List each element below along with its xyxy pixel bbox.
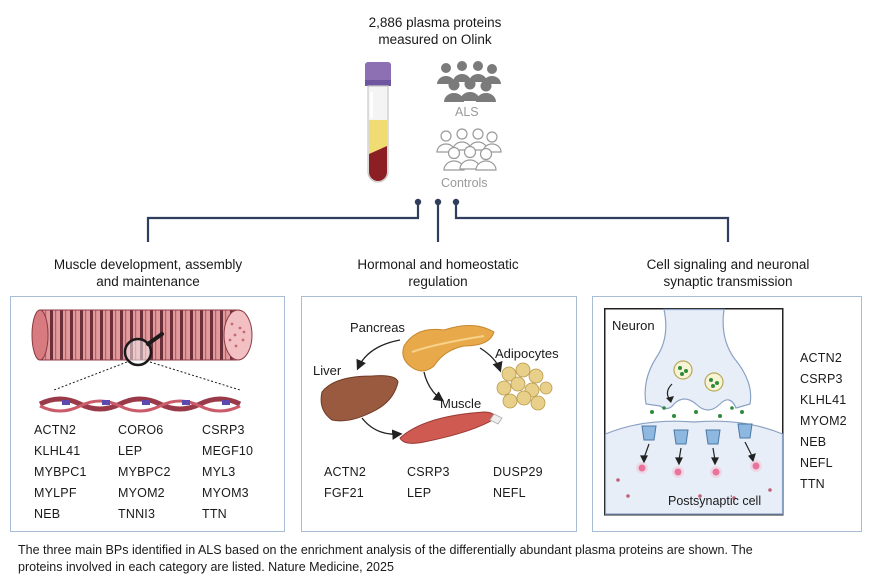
category-title-line2: and maintenance: [96, 274, 200, 289]
als-group-icon: [437, 61, 501, 102]
protein-column: ACTN2 CSRP3 KLHL41 MYOM2 NEB NEFL TTN: [800, 348, 847, 495]
protein-item: MYLPF: [34, 486, 77, 500]
protein-item: KLHL41: [34, 444, 81, 458]
protein-item: LEP: [118, 444, 143, 458]
liver-icon: [320, 375, 399, 422]
category-title-line2: synaptic transmission: [663, 274, 793, 289]
protein-item: MYOM3: [202, 486, 249, 500]
protein-item: ACTN2: [34, 423, 76, 437]
adipocytes-label: Adipocytes: [495, 346, 559, 361]
protein-item: MEGF10: [202, 444, 254, 458]
muscle-fiber-icon: [31, 309, 253, 413]
organs-diagram: [320, 325, 553, 444]
header-title: 2,886 plasma proteins measured on Olink: [300, 14, 570, 48]
protein-column: ACTN2 FGF21: [324, 462, 366, 504]
controls-group-icon: [436, 128, 502, 171]
category-title-hormonal: Hormonal and homeostatic regulation: [310, 256, 566, 290]
pancreas-icon: [402, 325, 495, 372]
category-title-line1: Cell signaling and neuronal: [646, 257, 810, 272]
caption-line1: The three main BPs identified in ALS bas…: [18, 543, 753, 557]
blood-tube-icon: [365, 62, 391, 183]
protein-item: FGF21: [324, 486, 364, 500]
protein-column: CORO6 LEP MYBPC2 MYOM2 TNNI3: [118, 420, 171, 525]
adipocytes-icon: [496, 362, 553, 411]
protein-item: MYOM2: [118, 486, 165, 500]
protein-item: NEB: [800, 435, 827, 449]
muscle-icon: [399, 411, 503, 444]
neuron-label: Neuron: [612, 318, 655, 333]
pancreas-label: Pancreas: [350, 320, 405, 335]
figure-caption: The three main BPs identified in ALS bas…: [18, 542, 858, 576]
category-title-muscle: Muscle development, assembly and mainten…: [20, 256, 276, 290]
protein-item: NEFL: [800, 456, 833, 470]
protein-item: MYOM2: [800, 414, 847, 428]
protein-item: MYL3: [202, 465, 236, 479]
protein-item: ACTN2: [800, 351, 842, 365]
category-title-line2: regulation: [408, 274, 468, 289]
muscle-label: Muscle: [440, 396, 482, 411]
protein-item: CSRP3: [202, 423, 245, 437]
protein-item: CSRP3: [800, 372, 843, 386]
als-label: ALS: [455, 105, 479, 119]
protein-item: MYBPC2: [118, 465, 171, 479]
protein-item: ACTN2: [324, 465, 366, 479]
protein-item: TNNI3: [118, 507, 156, 521]
protein-column: CSRP3 LEP: [407, 462, 450, 504]
liver-label: Liver: [313, 363, 342, 378]
protein-item: NEFL: [493, 486, 526, 500]
protein-item: TTN: [800, 477, 825, 491]
protein-column: DUSP29 NEFL: [493, 462, 543, 504]
protein-item: MYBPC1: [34, 465, 87, 479]
category-title-signaling: Cell signaling and neuronal synaptic tra…: [600, 256, 856, 290]
protein-column: CSRP3 MEGF10 MYL3 MYOM3 TTN: [202, 420, 253, 525]
controls-label: Controls: [441, 176, 488, 190]
category-title-line1: Hormonal and homeostatic: [357, 257, 519, 272]
synapse-diagram: [604, 308, 784, 516]
connector-lines: [146, 198, 730, 242]
category-title-line1: Muscle development, assembly: [53, 257, 243, 272]
protein-column: ACTN2 KLHL41 MYBPC1 MYLPF NEB: [34, 420, 87, 525]
header-title-line2: measured on Olink: [378, 32, 492, 47]
protein-item: CORO6: [118, 423, 164, 437]
caption-line2: proteins involved in each category are l…: [18, 560, 394, 574]
protein-item: NEB: [34, 507, 61, 521]
header-title-line1: 2,886 plasma proteins: [368, 15, 502, 30]
protein-item: TTN: [202, 507, 227, 521]
protein-item: DUSP29: [493, 465, 543, 479]
protein-item: KLHL41: [800, 393, 847, 407]
protein-item: CSRP3: [407, 465, 450, 479]
postsynaptic-label: Postsynaptic cell: [668, 494, 762, 508]
protein-item: LEP: [407, 486, 432, 500]
